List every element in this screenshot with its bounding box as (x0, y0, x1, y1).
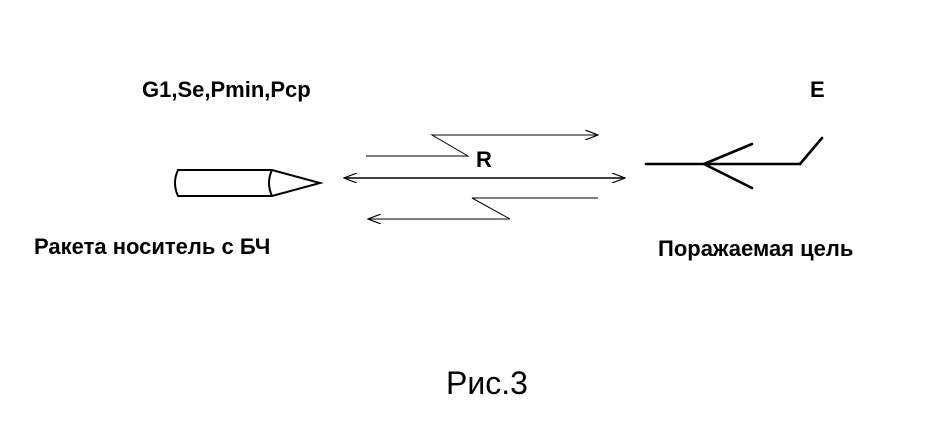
target-caption: Поражаемая цель (658, 236, 854, 261)
target-parameter-label: E (810, 77, 825, 102)
figure-caption: Рис.3 (446, 365, 528, 401)
outgoing-signal-arrow (366, 135, 598, 157)
target-icon (644, 136, 824, 190)
missile-caption: Ракета носитель с БЧ (34, 234, 271, 259)
range-label: R (476, 147, 492, 172)
missile-parameters-label: G1,Se,Pmin,Pcp (142, 77, 311, 102)
missile-icon (174, 169, 324, 197)
return-signal-arrow (368, 197, 598, 219)
